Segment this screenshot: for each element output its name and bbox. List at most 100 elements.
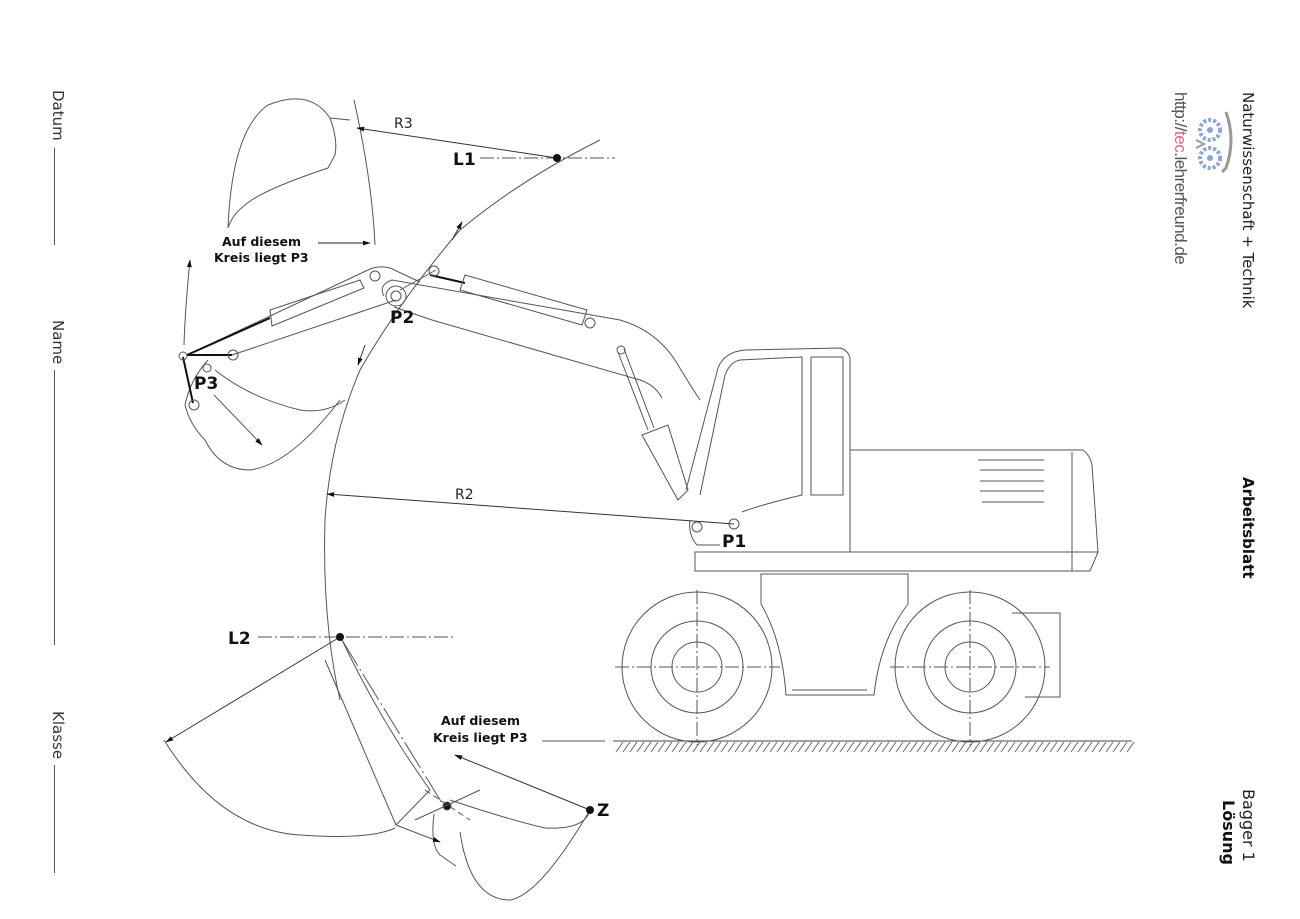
ground-hatch-mark — [811, 741, 820, 753]
ground-hatch-mark — [741, 741, 750, 753]
lower-stick-ghost — [324, 659, 397, 826]
ground-hatch-mark — [846, 741, 855, 753]
label-l1: L1 — [453, 150, 476, 170]
r2-line — [326, 492, 735, 525]
ground-hatch-mark — [818, 741, 827, 753]
ground-hatch-mark — [1126, 741, 1135, 753]
ground-hatch-mark — [720, 741, 729, 753]
front-wheel — [615, 590, 780, 745]
ground-hatch-mark — [790, 741, 799, 753]
ground-hatch-mark — [615, 741, 624, 753]
upper-bucket-outline — [227, 98, 337, 229]
ground-line — [613, 740, 1135, 753]
label-p3: P3 — [194, 374, 218, 394]
point-l2-marker — [336, 633, 344, 641]
ground-hatch-mark — [867, 741, 876, 753]
ground-hatch-mark — [1056, 741, 1065, 753]
ground-hatch-mark — [895, 741, 904, 753]
ground-hatch-mark — [1077, 741, 1086, 753]
ground-hatch-mark — [1000, 741, 1009, 753]
note-top-line1: Auf diesem — [222, 234, 301, 249]
ground-hatch-mark — [804, 741, 813, 753]
ground-hatch-mark — [713, 741, 722, 753]
r3-arc — [353, 99, 376, 246]
ground-hatch-mark — [727, 741, 736, 753]
ground-hatch-mark — [769, 741, 778, 753]
ground-hatch-mark — [986, 741, 995, 753]
ground-hatch-mark — [622, 741, 631, 753]
ground-hatch-mark — [1021, 741, 1030, 753]
ground-hatch-mark — [874, 741, 883, 753]
label-p2: P2 — [390, 308, 414, 328]
platform — [694, 551, 1099, 572]
name-field-line[interactable] — [54, 370, 55, 645]
label-z: Z — [597, 801, 609, 821]
ground-hatch-mark — [1070, 741, 1079, 753]
ground-hatch-mark — [1098, 741, 1107, 753]
stick — [186, 266, 421, 356]
ground-hatch-mark — [839, 741, 848, 753]
ground-hatch-mark — [657, 741, 666, 753]
ground-hatch-mark — [1084, 741, 1093, 753]
date-field-line[interactable] — [54, 148, 55, 245]
ground-hatch-mark — [783, 741, 792, 753]
ground-hatch-mark — [923, 741, 932, 753]
r3-line — [356, 126, 558, 159]
left-bucket — [178, 349, 346, 471]
ground-hatch-mark — [825, 741, 834, 753]
ground-hatch-mark — [1028, 741, 1037, 753]
class-field-line[interactable] — [54, 765, 55, 873]
ground-hatch-mark — [699, 741, 708, 753]
r2-arc — [324, 139, 601, 701]
ground-hatch-mark — [797, 741, 806, 753]
ground-hatch-mark — [958, 741, 967, 753]
ground-hatch-mark — [762, 741, 771, 753]
ground-hatch-mark — [643, 741, 652, 753]
ground-hatch-mark — [671, 741, 680, 753]
ground-hatch-mark — [1035, 741, 1044, 753]
ground-hatch-mark — [888, 741, 897, 753]
ground-hatch-mark — [629, 741, 638, 753]
ground-hatch-mark — [664, 741, 673, 753]
ground-hatch-mark — [1042, 741, 1051, 753]
z-radius-line — [454, 754, 591, 811]
ground-hatch-mark — [776, 741, 785, 753]
label-r2: R2 — [455, 487, 474, 503]
rear-wheel — [890, 590, 1050, 745]
ground-hatch-mark — [1112, 741, 1121, 753]
point-z-marker — [586, 806, 594, 814]
boom — [381, 265, 720, 546]
ground-hatch-mark — [853, 741, 862, 753]
ground-hatch-mark — [972, 741, 981, 753]
ground-hatch-mark — [902, 741, 911, 753]
rear-fender — [1012, 612, 1061, 698]
ground-hatch-mark — [1091, 741, 1100, 753]
ground-hatch-mark — [930, 741, 939, 753]
ground-hatch-mark — [678, 741, 687, 753]
vent-grille — [978, 459, 1044, 503]
p3-arc-upper — [183, 259, 192, 346]
ground-hatch-mark — [748, 741, 757, 753]
ground-hatch-mark — [965, 741, 974, 753]
ground-hatch-mark — [937, 741, 946, 753]
note-bottom-line1: Auf diesem — [441, 713, 520, 728]
ground-hatch-mark — [1105, 741, 1114, 753]
ground-hatch-mark — [685, 741, 694, 753]
l2-radius-line — [165, 636, 341, 743]
ground-hatch-mark — [1119, 741, 1128, 753]
engine-housing — [850, 449, 1099, 553]
ground-hatch-mark — [1049, 741, 1058, 753]
label-l2: L2 — [228, 629, 251, 649]
ground-hatch-mark — [832, 741, 841, 753]
cab-window — [810, 356, 844, 496]
ground-hatch-mark — [1007, 741, 1016, 753]
ground-hatch-mark — [706, 741, 715, 753]
note-bottom-line2: Kreis liegt P3 — [433, 730, 528, 745]
ground-hatch-mark — [860, 741, 869, 753]
ground-hatch-mark — [979, 741, 988, 753]
point-p1-marker — [728, 518, 740, 530]
point-l1-marker — [553, 154, 561, 162]
ground-hatch-mark — [909, 741, 918, 753]
lower-arc — [163, 739, 396, 837]
